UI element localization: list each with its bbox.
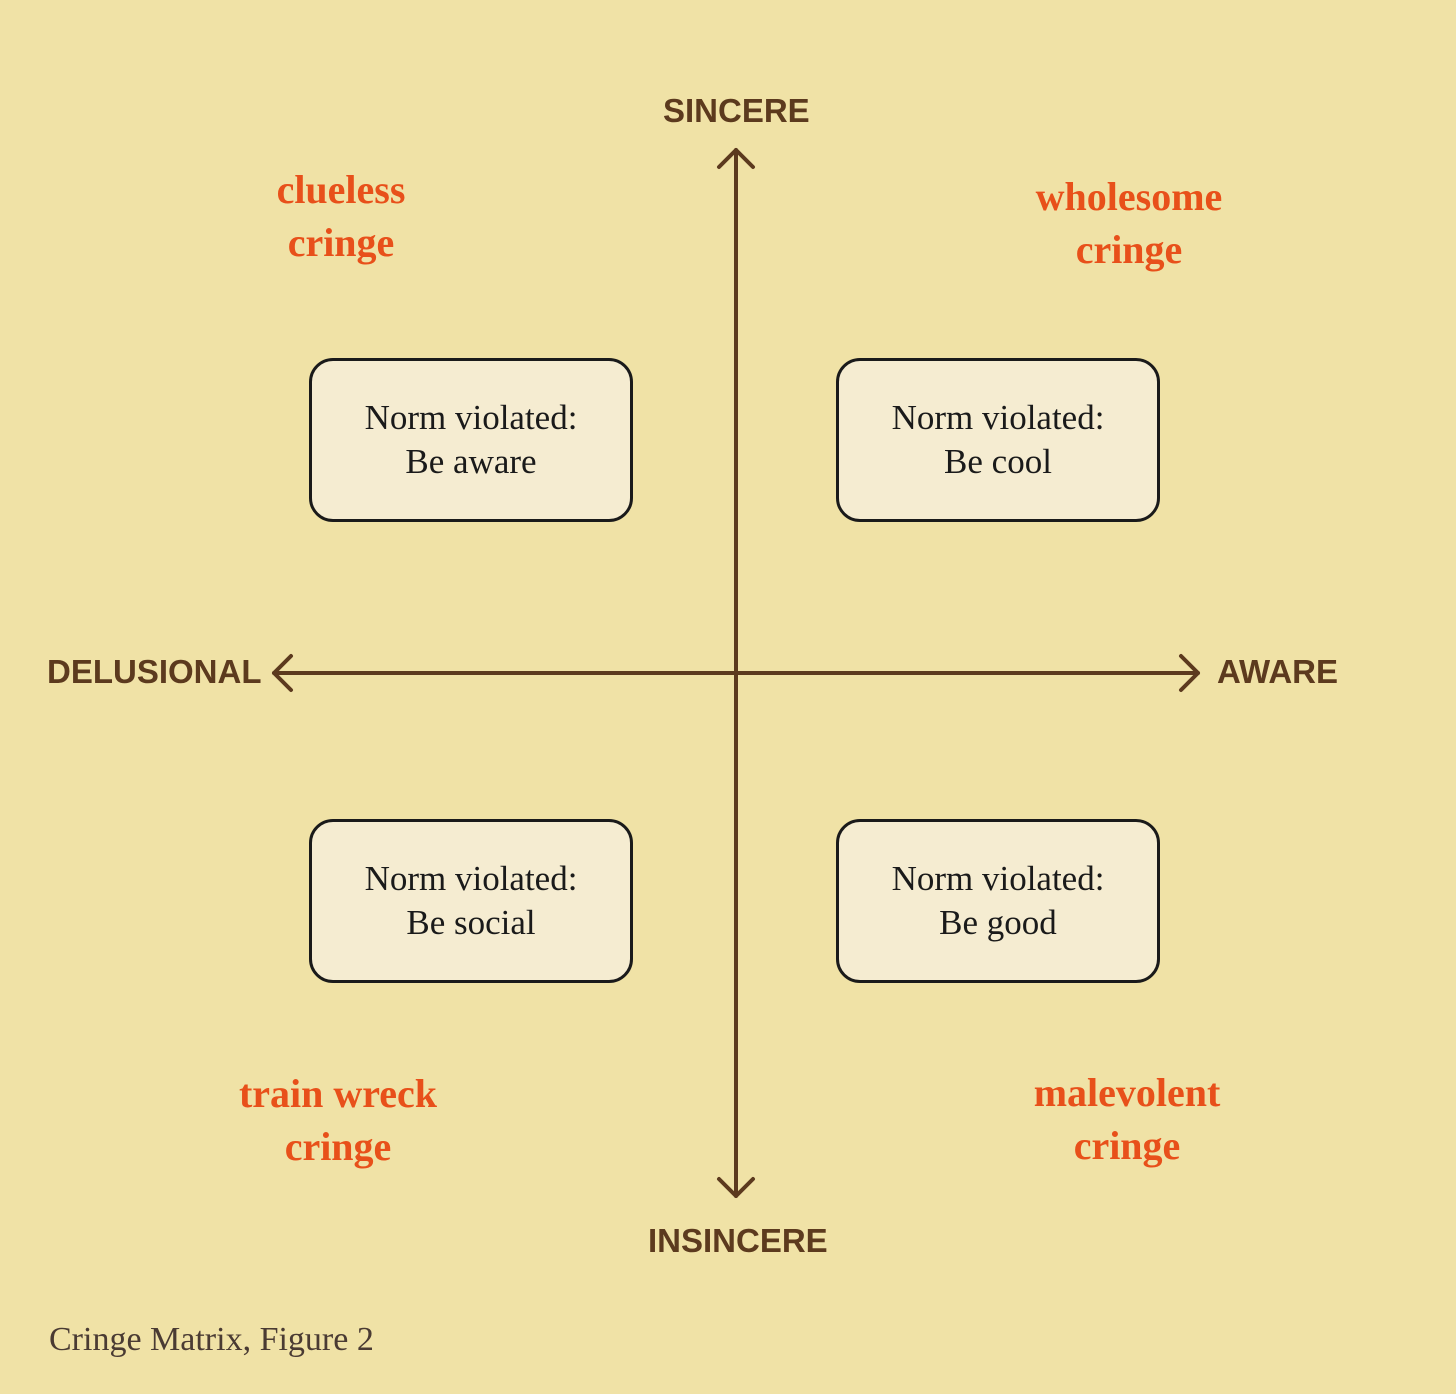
figure-caption: Cringe Matrix, Figure 2 xyxy=(49,1321,374,1358)
norm-box-bottom-right: Norm violated: Be good xyxy=(836,819,1160,983)
quadrant-label-top-left: clueless cringe xyxy=(161,163,521,269)
axis-label-right: AWARE xyxy=(1217,653,1339,690)
norm-box-top-right: Norm violated: Be cool xyxy=(836,358,1160,522)
norm-box-top-left: Norm violated: Be aware xyxy=(309,358,633,522)
quadrant-label-line1: train wreck xyxy=(238,1071,438,1116)
quadrant-label-line2: cringe xyxy=(287,220,395,265)
quadrant-label-line2: cringe xyxy=(1073,1123,1181,1168)
quadrant-label-line2: cringe xyxy=(1075,227,1183,272)
quadrant-label-bottom-right: malevolent cringe xyxy=(947,1066,1307,1172)
arrow-right-icon xyxy=(1179,654,1200,692)
quadrant-label-bottom-left: train wreck cringe xyxy=(158,1067,518,1173)
arrow-up-icon xyxy=(717,148,755,169)
norm-box-line2: Be cool xyxy=(944,442,1052,481)
quadrant-label-line1: wholesome xyxy=(1035,174,1223,219)
quadrant-label-line2: cringe xyxy=(284,1124,392,1169)
arrow-down-icon xyxy=(717,1177,755,1198)
axis-label-top: SINCERE xyxy=(663,92,810,129)
quadrant-label-line1: clueless xyxy=(276,167,406,212)
norm-box-line1: Norm violated: xyxy=(891,859,1105,898)
norm-box-bottom-left: Norm violated: Be social xyxy=(309,819,633,983)
norm-box-line1: Norm violated: xyxy=(364,398,578,437)
norm-box-line1: Norm violated: xyxy=(364,859,578,898)
axis-label-left: DELUSIONAL xyxy=(47,653,262,690)
norm-box-line2: Be social xyxy=(406,903,536,942)
arrow-left-icon xyxy=(272,654,293,692)
axis-label-bottom: INSINCERE xyxy=(648,1222,828,1259)
norm-box-line1: Norm violated: xyxy=(891,398,1105,437)
norm-box-line2: Be aware xyxy=(405,442,537,481)
quadrant-label-top-right: wholesome cringe xyxy=(949,170,1309,276)
quadrant-label-line1: malevolent xyxy=(1033,1070,1221,1115)
norm-box-line2: Be good xyxy=(939,903,1057,942)
